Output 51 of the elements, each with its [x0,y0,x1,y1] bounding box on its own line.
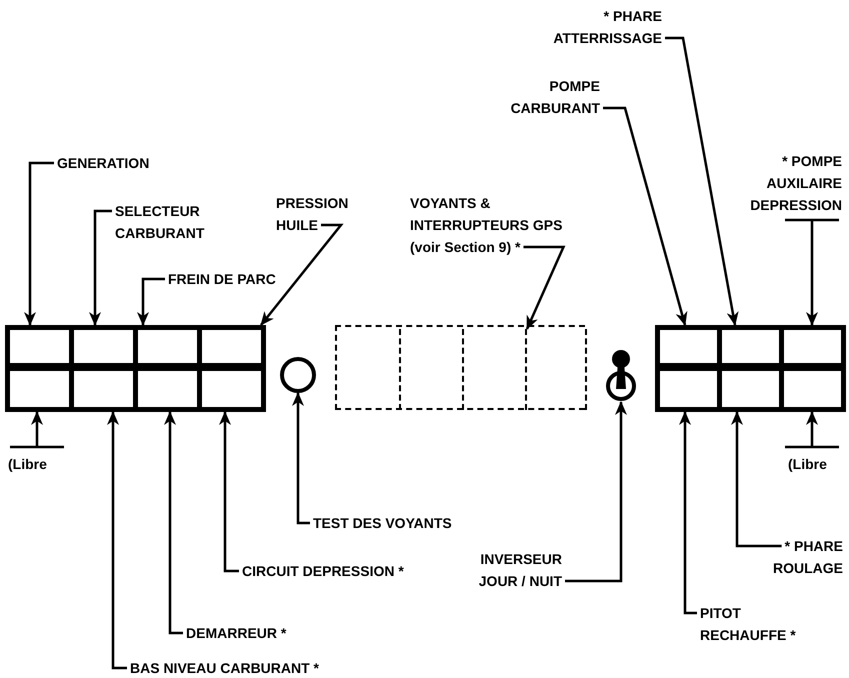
callout-label: SELECTEUR CARBURANT [115,200,245,244]
annunciator-panel [655,325,846,412]
warning-light [74,371,133,407]
leader-line [164,411,183,634]
callout-label: GENERATION [57,152,177,174]
annunciator-panel [5,325,266,412]
leader-line [292,392,310,524]
leader-line [665,36,739,326]
warning-light [722,330,779,363]
leader-line [784,218,840,326]
leader-line [731,411,782,548]
leader-line [89,210,112,326]
leader-line [24,162,54,326]
toggle-switch [604,349,638,402]
warning-light [784,330,841,363]
warning-light [138,371,197,407]
warning-light [10,371,69,407]
push-button [280,357,316,393]
warning-light [784,371,841,407]
warning-light [660,371,717,407]
callout-label: BAS NIVEAU CARBURANT * [130,657,390,678]
warning-light [722,371,779,407]
switch-panel [335,325,585,410]
warning-light [74,330,133,363]
leader-line [260,224,344,326]
callout-label: (Libre [8,453,78,475]
leader-line [565,401,627,582]
warning-light [660,330,717,363]
leader-line [107,411,127,670]
callout-label: VOYANTS & INTERRUPTEURS GPS (voir Section 9) * [410,192,565,258]
callout-label: * PHARE ATTERRISSAGE [530,5,662,49]
callout-label: PRESSION HUILE [276,192,356,236]
leader-line [679,411,697,614]
callout-label: (Libre [788,453,848,475]
callout-label: FREIN DE PARC [168,268,308,290]
warning-light [10,330,69,363]
callout-label: DEMARREUR * [186,622,326,644]
leader-line [8,410,66,448]
warning-light [138,330,197,363]
leader-line [137,278,165,326]
leader-line [219,411,239,572]
leader-line [523,246,566,330]
warning-light [202,330,261,363]
callout-label: TEST DES VOYANTS [313,512,493,534]
leader-line [784,410,840,448]
callout-label: * PHARE ROULAGE [755,535,843,579]
leader-line [603,106,688,326]
warning-light [202,371,261,407]
callout-label: * POMPE AUXILAIRE DEPRESSION [720,150,842,216]
callout-label: PITOT RECHAUFFE * [700,602,820,646]
callout-label: POMPE CARBURANT [480,75,600,119]
